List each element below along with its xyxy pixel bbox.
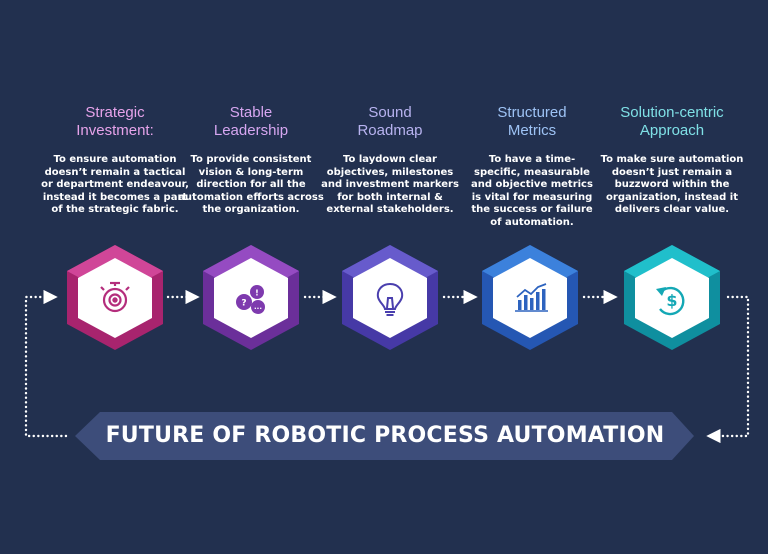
step-title-line: Stable (229, 104, 273, 121)
step-title: Stable Leadership (176, 104, 326, 144)
step-title-line: Metrics (507, 122, 557, 139)
step-description: To ensure automation doesn’t remain a ta… (41, 154, 189, 215)
step-title-line: Solution-centric (620, 104, 724, 121)
step-structured-metrics: Structured Metrics To have a time-specif… (457, 104, 607, 229)
step-title-line: Leadership (213, 122, 289, 139)
step-description: To provide consistent vision & long-term… (178, 154, 324, 215)
hexagon-group-5 (624, 245, 720, 350)
step-title-line: Strategic (85, 104, 145, 121)
step-title: Sound Roadmap (315, 104, 465, 144)
step-title: Strategic Investment: (40, 104, 190, 144)
banner-title: FUTURE OF ROBOTIC PROCESS AUTOMATION (105, 423, 665, 448)
step-title-line: Investment: (76, 122, 154, 139)
svg-text:?: ? (241, 299, 246, 309)
target-stopwatch-icon (100, 281, 130, 313)
step-description: To laydown clear objectives, milestones … (321, 154, 459, 215)
lightbulb-icon (376, 282, 404, 316)
step-strategic-investment: Strategic Investment: To ensure automati… (40, 104, 190, 217)
step-description: To have a time-specific, measurable and … (471, 154, 593, 228)
svg-text:!: ! (255, 289, 259, 298)
step-stable-leadership: Stable Leadership To provide consistent … (176, 104, 326, 217)
loop-connector (24, 289, 750, 444)
step-title: Structured Metrics (457, 104, 607, 144)
bar-chart-trend-icon (515, 283, 548, 312)
dollar-cycle-icon: $ (656, 286, 685, 316)
step-title-line: Approach (639, 122, 705, 139)
hexagon-group-2 (203, 245, 299, 350)
step-title-line: Structured (497, 104, 567, 121)
svg-text:$: $ (666, 291, 677, 310)
step-sound-roadmap: Sound Roadmap To laydown clear objective… (315, 104, 465, 217)
step-solution-centric-approach: Solution-centric Approach To make sure a… (597, 104, 747, 217)
step-title: Solution-centric Approach (597, 104, 747, 144)
hexagon-group-4 (482, 245, 578, 350)
svg-text:...: ... (254, 303, 262, 311)
step-description: To make sure automation doesn’t just rem… (600, 154, 744, 215)
step-title-line: Sound (368, 104, 412, 121)
banner-shape (75, 412, 694, 460)
step-title-line: Roadmap (357, 122, 423, 139)
discussion-bubbles-icon: ? ! ... (236, 285, 265, 314)
